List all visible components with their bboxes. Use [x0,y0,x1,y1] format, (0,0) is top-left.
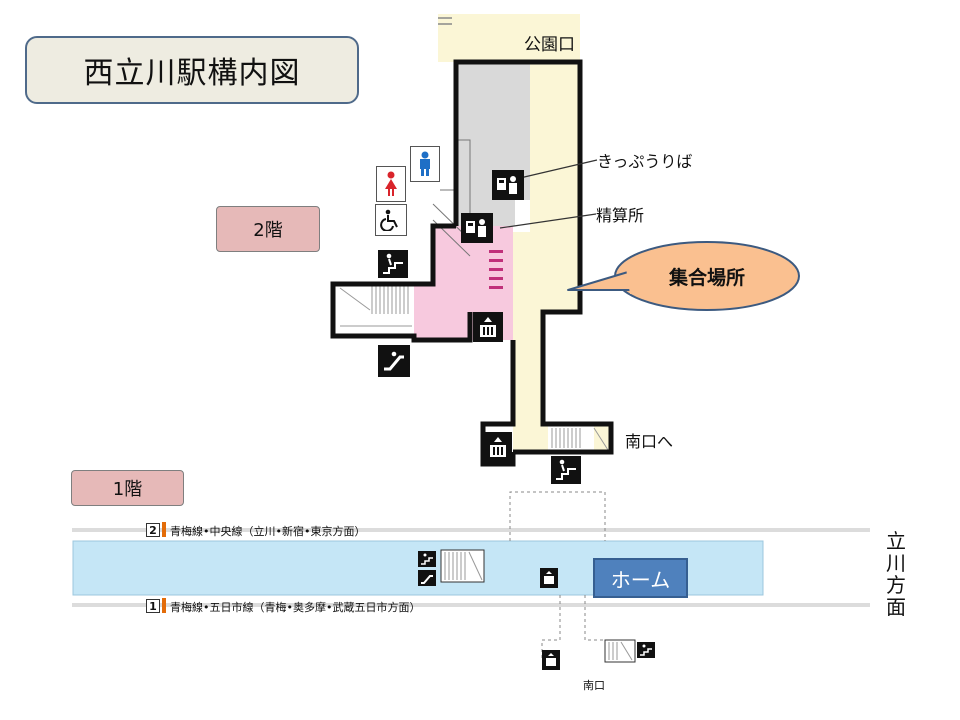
staff-area [456,62,530,226]
stairs-icon [378,250,408,278]
fare-adjustment-icon [461,213,493,243]
direction-char: 面 [886,595,906,619]
stairs-icon [418,551,436,567]
direction-label: 立 川 方 面 [884,530,908,618]
park-exit-area [438,14,580,62]
meeting-point-label: 集合場所 [668,266,745,289]
male-restroom-icon [410,146,440,182]
rail-track-1 [72,603,870,607]
track-1-number: 1 [146,599,160,613]
elevator-icon [540,568,558,588]
direction-char: 立 [886,529,906,553]
concourse-area [513,62,580,424]
elevator-icon [542,650,560,670]
ticket-gates [489,250,503,289]
south-exit-label: 南口 [583,679,605,692]
elevator-icon [473,312,503,342]
platform-stairs-steps [444,551,483,581]
elevator-shaft-south [480,452,516,467]
track-1-label: 青梅線•五日市線（青梅•奥多摩•武蔵五日市方面） [170,601,421,614]
stairs-icon [637,642,655,658]
gate-area [414,226,513,340]
to-south-exit-label: 南口へ [625,432,674,451]
south-exit-stairs-steps [608,641,633,661]
page-title: 西立川駅構内図 [25,36,359,104]
floor-tag-2f: 2階 [216,206,320,252]
fare-adjustment-label: 精算所 [596,206,645,225]
elevator-icon [484,432,512,462]
platform-stairs [440,549,485,583]
escalator-icon [378,345,410,377]
escalator-icon [418,570,436,586]
concourse-walls [330,59,614,455]
ticket-machine-icon [492,170,524,200]
track-2-marker [162,522,166,537]
wheelchair-icon [375,204,407,236]
park-exit-label: 公園口 [524,35,575,55]
meeting-point-callout [567,241,800,311]
stairs-icon [551,456,581,484]
west-stairs-steps [339,286,412,327]
track-2-number: 2 [146,523,160,537]
south-stairs-steps [551,427,609,451]
track-2-label: 青梅線•中央線（立川•新宿•東京方面） [170,525,366,538]
ticket-machines-label: きっぷうりば [597,152,693,171]
female-restroom-icon [376,166,406,202]
platform-label: ホーム [593,558,688,598]
south-stairs [548,426,594,450]
direction-char: 川 [886,551,906,575]
direction-char: 方 [886,573,906,597]
floor-tag-1f: 1階 [71,470,184,506]
leader-lines [499,159,598,229]
rail-track-2 [72,528,870,532]
track-1-marker [162,598,166,613]
